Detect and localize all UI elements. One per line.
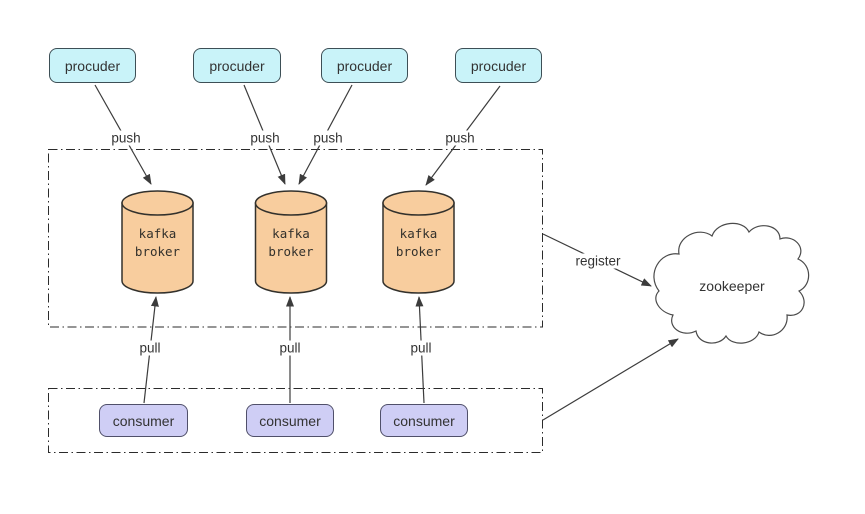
zookeeper-cloud [653,222,810,344]
producer-node-1: procuder [49,48,136,83]
kafka-broker-cylinder-2 [254,190,328,294]
producer-label: procuder [64,57,121,74]
register-arrow-consumers [542,338,679,421]
push-label-3: push [310,130,346,146]
kafka-broker-label-3: kafka broker [379,225,459,261]
consumer-node-2: consumer [246,404,334,437]
broker-label-line1: kafka [138,225,177,241]
push-label-2: push [247,130,283,146]
broker-label-line1: kafka [399,225,438,241]
broker-label-line2: broker [395,244,442,259]
producer-node-4: procuder [455,48,542,83]
broker-label-line2: broker [268,244,314,259]
consumer-node-3: consumer [380,404,468,437]
producer-label: procuder [209,57,265,74]
producer-label: procuder [336,57,393,74]
kafka-broker-label-1: kafka broker [118,225,198,261]
producer-node-2: procuder [193,48,281,83]
broker-group-box [48,149,543,328]
push-label-1: push [108,130,144,146]
consumer-label: consumer [112,412,175,429]
push-label-4: push [442,130,478,146]
consumer-label: consumer [259,412,321,429]
kafka-broker-cylinder-3 [382,190,455,294]
consumer-label: consumer [393,412,455,429]
kafka-broker-label-2: kafka broker [251,225,331,261]
producer-node-3: procuder [321,48,408,83]
consumer-node-1: consumer [99,404,188,437]
pull-label-3: pull [407,340,435,356]
pull-label-2: pull [276,340,304,356]
register-label: register [572,253,624,269]
broker-label-line1: kafka [272,225,310,241]
zookeeper-label: zookeeper [699,278,765,294]
kafka-broker-cylinder-1 [121,190,194,294]
pull-label-1: pull [136,340,164,356]
producer-label: procuder [470,57,527,74]
broker-label-line2: broker [134,244,181,259]
consumer-group-box [48,388,543,453]
